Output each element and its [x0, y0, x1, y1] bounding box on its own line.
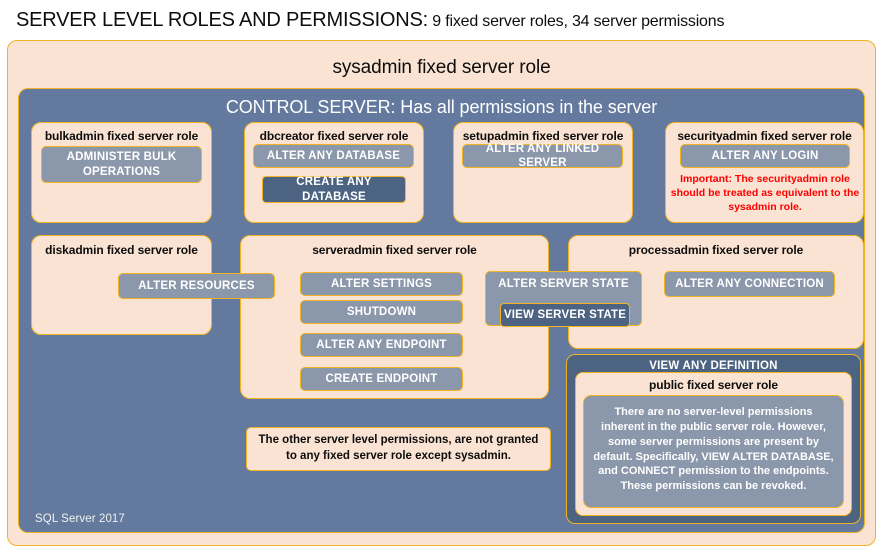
page-title-sub: 9 fixed server roles, 34 server permissi… [428, 13, 725, 30]
page-title: SERVER LEVEL ROLES AND PERMISSIONS: 9 fi… [16, 9, 876, 35]
role-title-processadmin: processadmin fixed server role [628, 243, 804, 257]
permission-alter-any-connection: ALTER ANY CONNECTION [664, 271, 835, 297]
securityadmin-important-note: Important: The securityadmin role should… [670, 173, 860, 213]
role-box-securityadmin: securityadmin fixed server role [665, 122, 864, 223]
role-box-dbcreator: dbcreator fixed server role [244, 122, 424, 223]
permission-alter-any-database: ALTER ANY DATABASE [253, 144, 414, 168]
role-title-diskadmin: diskadmin fixed server role [45, 243, 198, 257]
role-title-serveradmin: serveradmin fixed server role [312, 243, 477, 257]
control-server-label: CONTROL SERVER: Has all permissions in t… [225, 97, 658, 117]
permission-alter-settings: ALTER SETTINGS [300, 272, 463, 296]
role-box-setupadmin: setupadmin fixed server role [453, 122, 633, 223]
role-title-setupadmin: setupadmin fixed server role [462, 129, 624, 143]
permission-administer-bulk-operations: ADMINISTER BULK OPERATIONS [41, 146, 202, 183]
permission-alter-any-login: ALTER ANY LOGIN [680, 144, 850, 168]
permission-alter-any-endpoint: ALTER ANY ENDPOINT [300, 333, 463, 357]
permission-create-endpoint: CREATE ENDPOINT [300, 367, 463, 391]
permission-view-any-definition-label: VIEW ANY DEFINITION [649, 360, 778, 372]
permission-alter-resources: ALTER RESOURCES [118, 273, 275, 299]
role-title-public: public fixed server role [649, 378, 778, 392]
permission-create-any-database: CREATE ANY DATABASE [262, 176, 406, 203]
sysadmin-role-label: sysadmin fixed server role [332, 57, 551, 78]
public-role-note: There are no server-level permissions in… [583, 395, 844, 508]
role-title-securityadmin: securityadmin fixed server role [677, 129, 852, 143]
page-title-main: SERVER LEVEL ROLES AND PERMISSIONS: [16, 9, 429, 31]
permission-view-server-state: VIEW SERVER STATE [500, 303, 630, 327]
permission-shutdown: SHUTDOWN [300, 300, 463, 324]
permission-alter-any-linked-server: ALTER ANY LINKED SERVER [462, 143, 623, 169]
sql-server-version-label: SQL Server 2017 [35, 513, 125, 525]
other-permissions-note: The other server level permissions, are … [246, 427, 551, 471]
role-title-bulkadmin: bulkadmin fixed server role [44, 129, 199, 143]
role-title-dbcreator: dbcreator fixed server role [259, 129, 409, 143]
